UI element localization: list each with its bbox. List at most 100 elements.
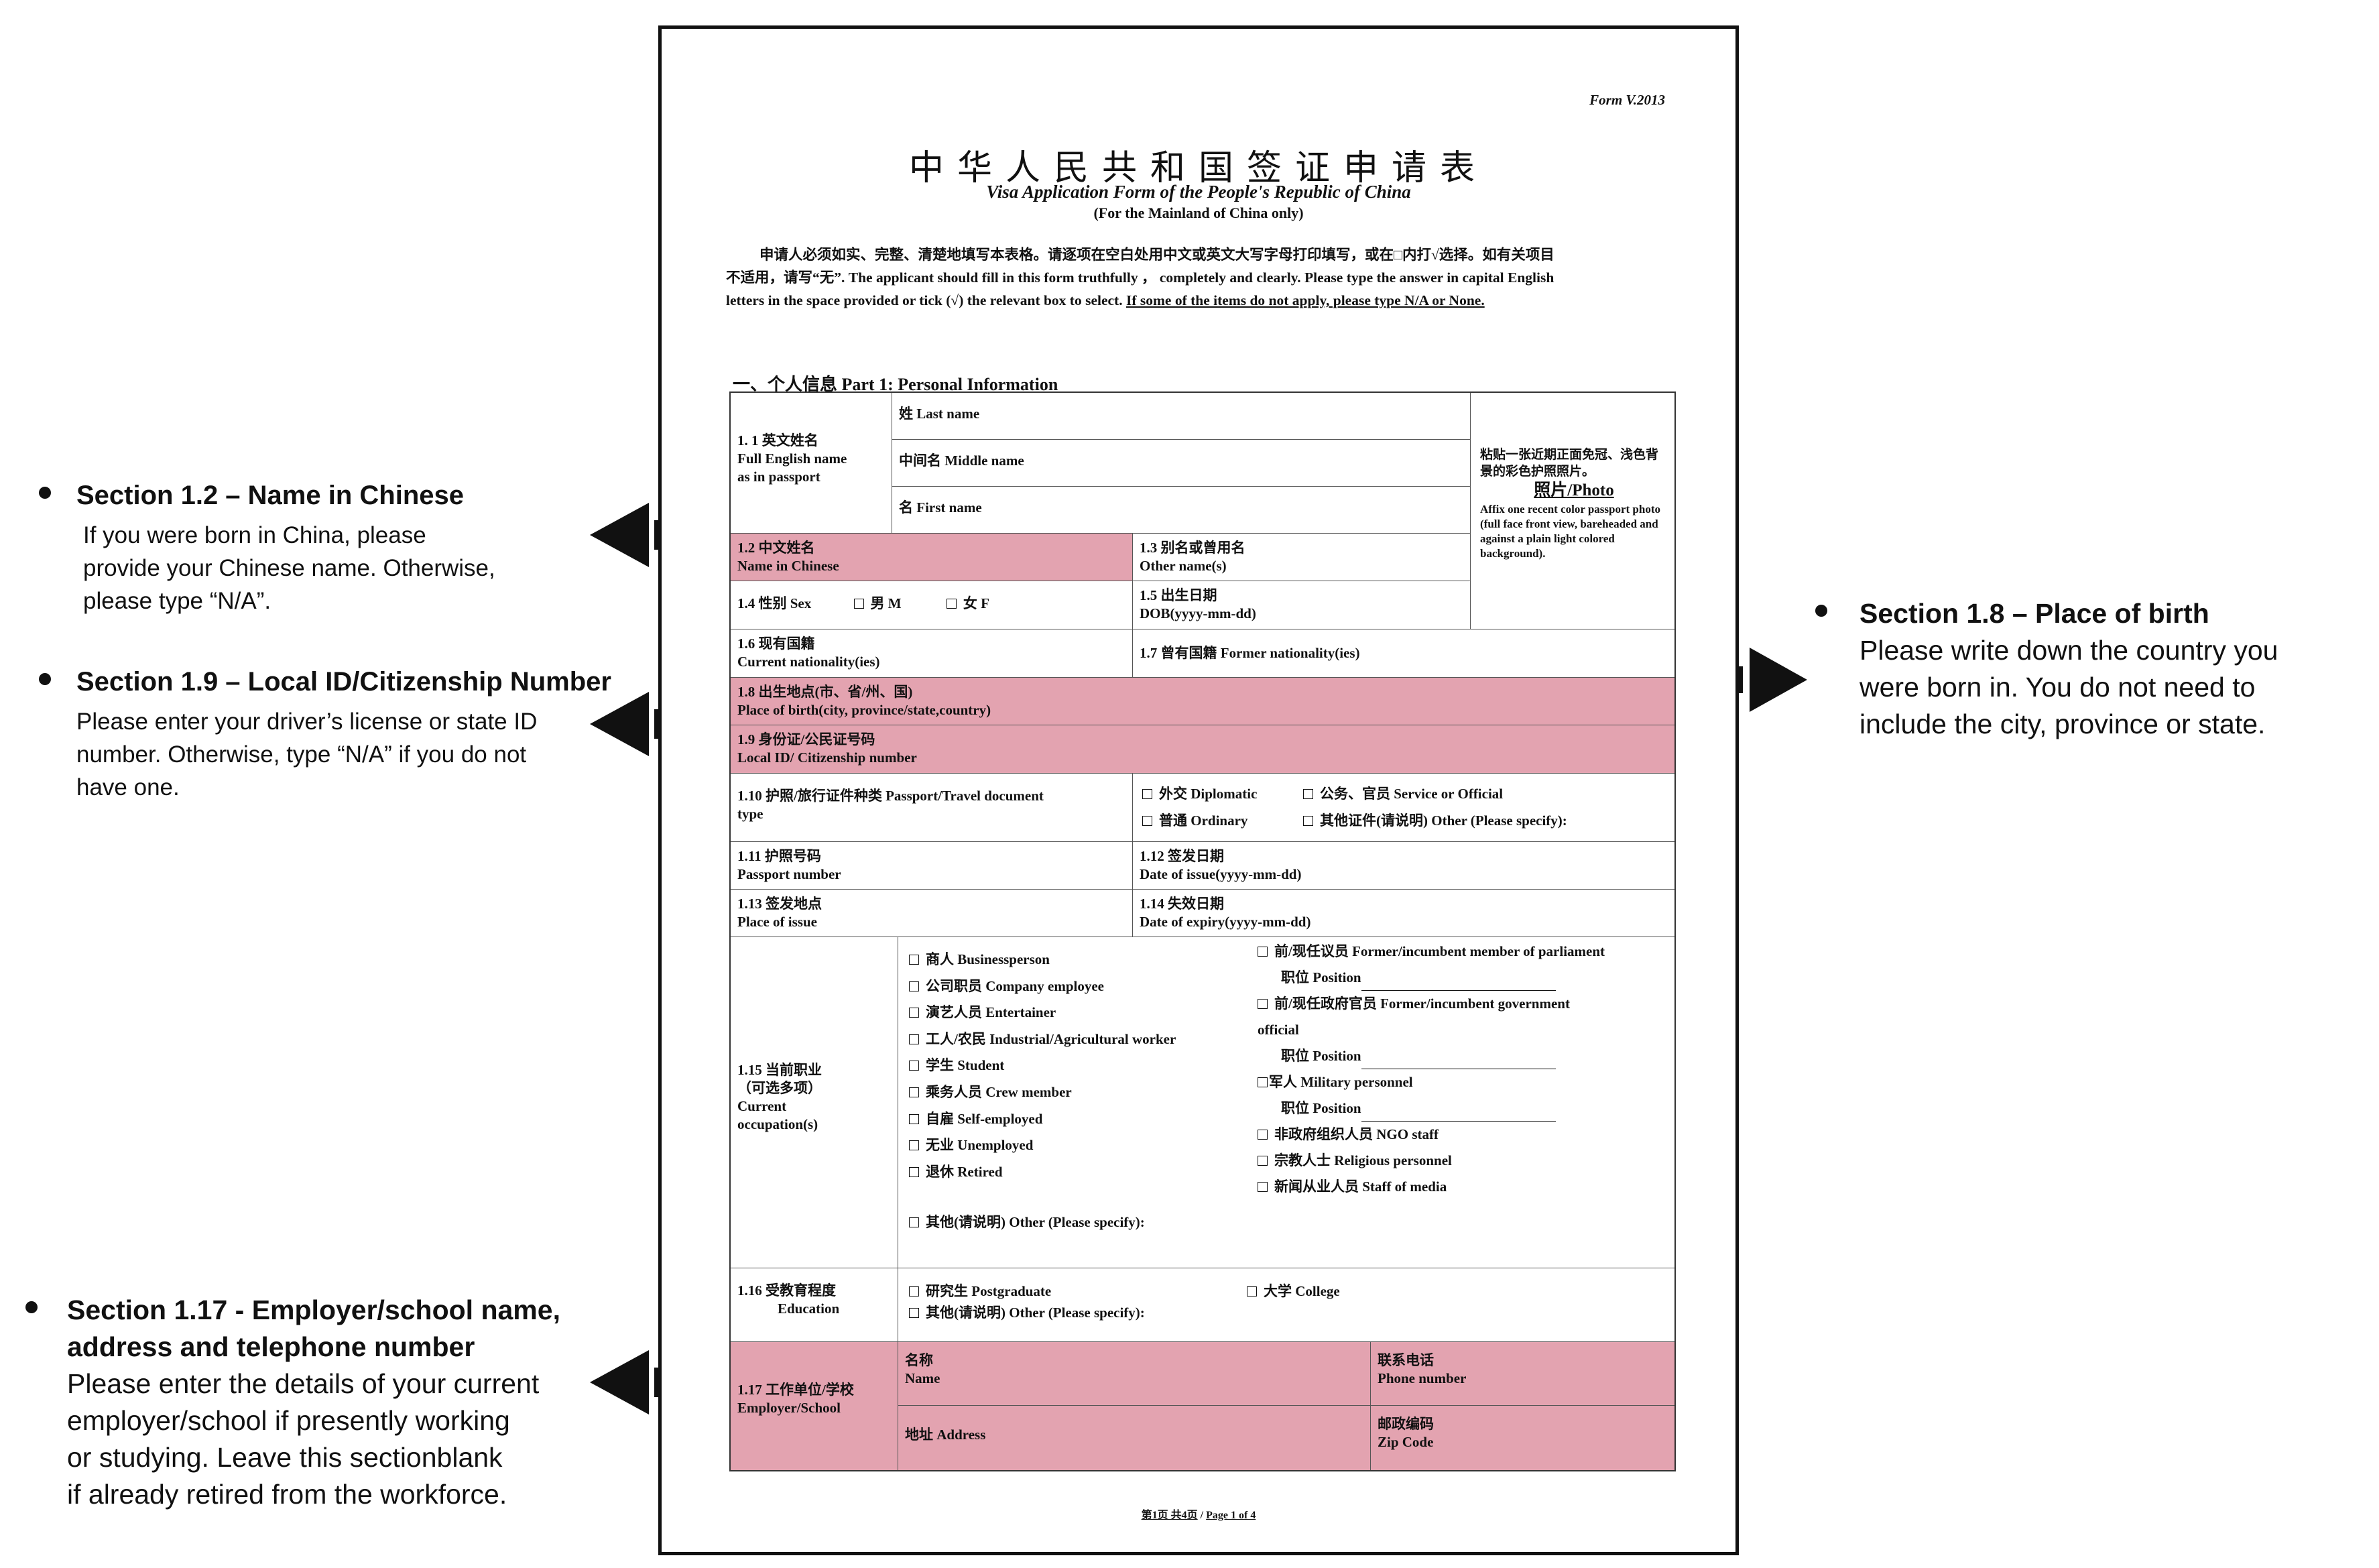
checkbox-icon[interactable]	[909, 1166, 919, 1177]
form-title-chinese: 中华人民共和国签证申请表	[908, 149, 1488, 188]
field-1-14-date-of-expiry[interactable]: 1.14 失效日期 Date of expiry(yyyy-mm-dd)	[1133, 890, 1674, 937]
checkbox-icon[interactable]	[1258, 947, 1268, 957]
sex-male-option[interactable]: 男 M	[853, 595, 902, 611]
occupation-option[interactable]: 乘务人员 Crew member	[909, 1079, 1176, 1106]
occupation-option[interactable]: 自雇 Self-employed	[909, 1106, 1176, 1133]
checkbox-icon[interactable]	[909, 1113, 919, 1124]
field-1-9-local-id[interactable]: 1.9 身份证/公民证号码 Local ID/ Citizenship numb…	[731, 725, 1674, 774]
education-postgraduate[interactable]: 研究生 Postgraduate	[909, 1283, 1051, 1299]
annotation-heading: Section 1.2 – Name in Chinese	[39, 477, 562, 514]
checkbox-icon[interactable]	[1258, 999, 1268, 1009]
section-heading-part1: 一、个人信息 Part 1: Personal Information	[733, 375, 1058, 394]
personal-info-table: 1. 1 英文姓名 Full English name as in passpo…	[729, 391, 1676, 1471]
occupation-option[interactable]: 退休 Retired	[909, 1159, 1176, 1186]
checkbox-icon[interactable]	[909, 1087, 919, 1097]
occupation-option[interactable]: 新闻从业人员 Staff of media	[1258, 1174, 1673, 1200]
annotation-local-id: Section 1.9 – Local ID/Citizenship Numbe…	[39, 664, 629, 804]
checkbox-icon[interactable]	[1258, 1077, 1268, 1087]
checkbox-icon[interactable]	[909, 1140, 919, 1151]
checkbox-icon[interactable]	[909, 1286, 919, 1296]
bullet-icon	[39, 487, 51, 499]
checkbox-icon[interactable]	[909, 1034, 919, 1044]
position-field[interactable]: 职位 Position	[1258, 1043, 1673, 1069]
occupation-option[interactable]: 演艺人员 Entertainer	[909, 1000, 1176, 1026]
field-1-2-chinese-name[interactable]: 1.2 中文姓名 Name in Chinese	[731, 534, 1133, 581]
checkbox-icon[interactable]	[909, 1217, 919, 1227]
checkbox-icon[interactable]	[1247, 1286, 1257, 1296]
field-1-1-label: 1. 1 英文姓名 Full English name as in passpo…	[731, 393, 892, 534]
visa-form-page: Form V.2013 中华人民共和国签证申请表 Visa Applicatio…	[658, 25, 1739, 1555]
field-1-15-occupation-label: 1.15 当前职业 （可选多项） Current occupation(s)	[731, 937, 898, 1268]
checkbox-icon[interactable]	[1258, 1182, 1268, 1192]
checkbox-icon[interactable]	[909, 955, 919, 965]
annotation-heading: Section 1.17 - Employer/school name, add…	[25, 1292, 629, 1366]
form-instructions: 申请人必须如实、完整、清楚地填写本表格。请逐项在空白处用中文或英文大写字母打印填…	[726, 247, 1554, 308]
form-subtitle: (For the Mainland of China only)	[1093, 204, 1304, 221]
checkbox-icon[interactable]	[909, 1008, 919, 1018]
occupation-option[interactable]: 前/现任政府官员 Former/incumbent government	[1258, 991, 1673, 1017]
annotation-heading: Section 1.8 – Place of birth	[1815, 595, 2365, 632]
occupation-option[interactable]: 学生 Student	[909, 1052, 1176, 1079]
checkbox-icon[interactable]	[1303, 789, 1313, 799]
annotation-heading: Section 1.9 – Local ID/Citizenship Numbe…	[39, 664, 629, 700]
occupation-option[interactable]: 非政府组织人员 NGO staff	[1258, 1122, 1673, 1148]
education-options: 研究生 Postgraduate 大学 College 其他(请说明) Othe…	[898, 1268, 1674, 1342]
occupation-option[interactable]: 无业 Unemployed	[909, 1132, 1176, 1159]
photo-box[interactable]: 粘贴一张近期正面免冠、浅色背景的彩色护照照片。 照片/Photo Affix o…	[1471, 393, 1674, 629]
field-1-10-passport-type: 1.10 护照/旅行证件种类 Passport/Travel document …	[731, 774, 1133, 842]
checkbox-icon[interactable]	[909, 1308, 919, 1318]
field-1-4-sex: 1.4 性别 Sex 男 M 女 F	[731, 581, 1133, 629]
field-1-17-employer-label: 1.17 工作单位/学校 Employer/School	[731, 1342, 898, 1470]
field-1-6-current-nationality[interactable]: 1.6 现有国籍 Current nationality(ies)	[731, 629, 1133, 678]
checkbox-icon[interactable]	[1142, 789, 1152, 799]
checkbox-icon[interactable]	[1303, 816, 1313, 826]
annotation-text: If you were born in China, please provid…	[83, 522, 495, 614]
last-name-field[interactable]: 姓 Last name	[892, 393, 1471, 440]
field-1-13-place-of-issue[interactable]: 1.13 签发地点 Place of issue	[731, 890, 1133, 937]
passport-type-diplomatic[interactable]: 外交 Diplomatic	[1142, 786, 1257, 802]
field-1-16-education-label: 1.16 受教育程度 Education	[731, 1268, 898, 1342]
checkbox-icon[interactable]	[946, 599, 957, 609]
field-1-12-date-of-issue[interactable]: 1.12 签发日期 Date of issue(yyyy-mm-dd)	[1133, 842, 1674, 890]
occupation-option[interactable]: 公司职员 Company employee	[909, 973, 1176, 1000]
checkbox-icon[interactable]	[1258, 1156, 1268, 1166]
position-field[interactable]: 职位 Position	[1258, 965, 1673, 991]
field-1-5-dob[interactable]: 1.5 出生日期 DOB(yyyy-mm-dd)	[1133, 581, 1471, 629]
field-1-3-other-names[interactable]: 1.3 别名或曾用名 Other name(s)	[1133, 534, 1471, 581]
field-1-7-former-nationality[interactable]: 1.7 曾有国籍 Former nationality(ies)	[1133, 629, 1674, 678]
employer-name-field[interactable]: 名称 Name	[898, 1342, 1371, 1406]
education-college[interactable]: 大学 College	[1247, 1280, 1340, 1302]
annotation-text: Please enter your driver’s license or st…	[76, 709, 538, 800]
passport-type-other[interactable]: 其他证件(请说明) Other (Please specify):	[1303, 807, 1567, 834]
occupation-option[interactable]: 前/现任议员 Former/incumbent member of parlia…	[1258, 939, 1673, 965]
annotation-text: Please write down the country you were b…	[1859, 635, 2278, 739]
occupation-option[interactable]: 宗教人士 Religious personnel	[1258, 1148, 1673, 1174]
sex-female-option[interactable]: 女 F	[946, 595, 989, 611]
first-name-field[interactable]: 名 First name	[892, 487, 1471, 534]
employer-phone-field[interactable]: 联系电话 Phone number	[1371, 1342, 1674, 1406]
bullet-icon	[1815, 605, 1827, 617]
passport-type-ordinary[interactable]: 普通 Ordinary	[1142, 812, 1247, 829]
occupation-option[interactable]: 军人 Military personnel	[1258, 1069, 1673, 1095]
employer-zip-field[interactable]: 邮政编码 Zip Code	[1371, 1406, 1674, 1470]
occupation-option[interactable]: 工人/农民 Industrial/Agricultural worker	[909, 1026, 1176, 1053]
field-1-11-passport-number[interactable]: 1.11 护照号码 Passport number	[731, 842, 1133, 890]
annotation-employer: Section 1.17 - Employer/school name, add…	[25, 1292, 629, 1513]
position-field[interactable]: 职位 Position	[1258, 1095, 1673, 1122]
occupation-option[interactable]: 商人 Businessperson	[909, 947, 1176, 973]
checkbox-icon[interactable]	[909, 1061, 919, 1071]
passport-type-options: 外交 Diplomatic 公务、官员 Service or Official …	[1133, 774, 1674, 842]
checkbox-icon[interactable]	[1142, 816, 1152, 826]
education-other[interactable]: 其他(请说明) Other (Please specify):	[909, 1302, 1668, 1323]
employer-address-field[interactable]: 地址 Address	[898, 1406, 1371, 1470]
middle-name-field[interactable]: 中间名 Middle name	[892, 440, 1471, 487]
annotation-place-of-birth: Section 1.8 – Place of birth Please writ…	[1815, 595, 2365, 743]
field-1-8-place-of-birth[interactable]: 1.8 出生地点(市、省/州、国) Place of birth(city, p…	[731, 678, 1674, 725]
checkbox-icon[interactable]	[909, 981, 919, 991]
form-title-english: Visa Application Form of the People's Re…	[986, 182, 1411, 202]
passport-type-service[interactable]: 公务、官员 Service or Official	[1303, 780, 1503, 807]
checkbox-icon[interactable]	[853, 599, 864, 609]
bullet-icon	[39, 673, 51, 685]
checkbox-icon[interactable]	[1258, 1130, 1268, 1140]
occupation-other-option[interactable]: 其他(请说明) Other (Please specify):	[909, 1213, 1145, 1231]
